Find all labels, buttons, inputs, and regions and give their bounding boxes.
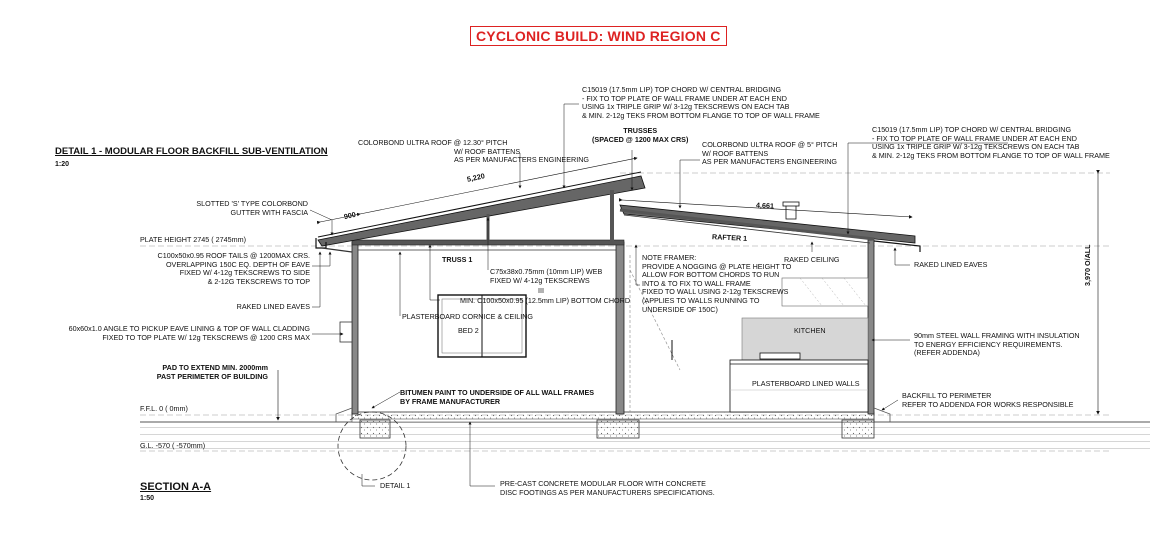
- detail-heading: DETAIL 1 - MODULAR FLOOR BACKFILL SUB-VE…: [55, 146, 328, 157]
- angle-note: 60x60x1.0 ANGLE TO PICKUP EAVE LINING & …: [68, 324, 310, 342]
- kitchen-label: KITCHEN: [794, 326, 826, 335]
- plasterboard-walls-label: PLASTERBOARD LINED WALLS: [752, 379, 860, 388]
- footing-1: [359, 419, 391, 439]
- gl-label: G.L. -570 ( -570mm): [140, 441, 206, 450]
- detail-scale: 1:20: [55, 161, 70, 168]
- footing-3: [841, 419, 875, 439]
- cooktop: [759, 352, 801, 360]
- kitchen-bench: [729, 359, 869, 413]
- raked-eaves-left: RAKED LINED EAVES: [236, 302, 310, 311]
- left-wall: [351, 241, 359, 415]
- ffl-label: F.F.L. 0 ( 0mm): [140, 404, 188, 413]
- rafter1-label: RAFTER 1: [711, 232, 748, 243]
- section-heading: SECTION A-A: [140, 481, 212, 493]
- roof-vent: [785, 204, 797, 220]
- right-wall: [867, 239, 875, 415]
- note-framer: NOTE FRAMER: PROVIDE A NOGGING @ PLATE H…: [642, 253, 792, 314]
- overhead-cupboards: [781, 277, 869, 307]
- section-scale: 1:50: [140, 495, 155, 502]
- trusses-note: TRUSSES(SPACED @ 1200 MAX CRS): [592, 126, 689, 144]
- dim-overall: 3,970 O/ALL: [1083, 244, 1092, 286]
- top-chord-note-2: C15019 (17.5mm LIP) TOP CHORD W/ CENTRAL…: [872, 125, 1110, 160]
- left-roof: [317, 175, 646, 247]
- precast-note: PRE-CAST CONCRETE MODULAR FLOOR WITH CON…: [500, 479, 715, 497]
- gutter-left: [315, 238, 327, 249]
- raked-eaves-right: RAKED LINED EAVES: [914, 260, 988, 269]
- roof-tails-note: C100x50x0.95 ROOF TAILS @ 1200MAX CRS.OV…: [157, 251, 310, 286]
- roof-left-note: COLORBOND ULTRA ROOF @ 12.30° PITCH W/ R…: [358, 138, 589, 165]
- cornice-note: PLASTERBOARD CORNICE & CEILING: [402, 312, 533, 321]
- truss1-label: TRUSS 1: [442, 255, 473, 264]
- ground-hatch: [140, 422, 1150, 452]
- plate-height-label: PLATE HEIGHT 2745 ( 2745mm): [140, 235, 246, 244]
- dim-4661: 4,661: [755, 200, 775, 211]
- meter-box: [339, 321, 353, 343]
- roman-iii: III: [538, 286, 544, 295]
- middle-wall: [615, 241, 625, 415]
- bitumen-note: BITUMEN PAINT TO UNDERSIDE OF ALL WALL F…: [400, 388, 595, 406]
- detail1-circle: [337, 411, 407, 481]
- drawing-title: CYCLONIC BUILD: WIND REGION C: [470, 26, 727, 46]
- bed2-label: BED 2: [458, 326, 479, 335]
- backfill-note: BACKFILL TO PERIMETER REFER TO ADDENDA F…: [902, 391, 1074, 409]
- top-chord-note-1: C15019 (17.5mm LIP) TOP CHORD W/ CENTRAL…: [582, 85, 820, 120]
- bottom-chord-note: MIN. C100x50x0.95 (12.5mm LIP) BOTTOM CH…: [460, 296, 631, 305]
- footing-2: [596, 419, 640, 439]
- roof-right-note: COLORBOND ULTRA ROOF @ 5° PITCH W/ ROOF …: [702, 140, 838, 167]
- raked-ceiling-label: RAKED CEILING: [784, 255, 840, 264]
- detail1-label: DETAIL 1: [380, 481, 411, 490]
